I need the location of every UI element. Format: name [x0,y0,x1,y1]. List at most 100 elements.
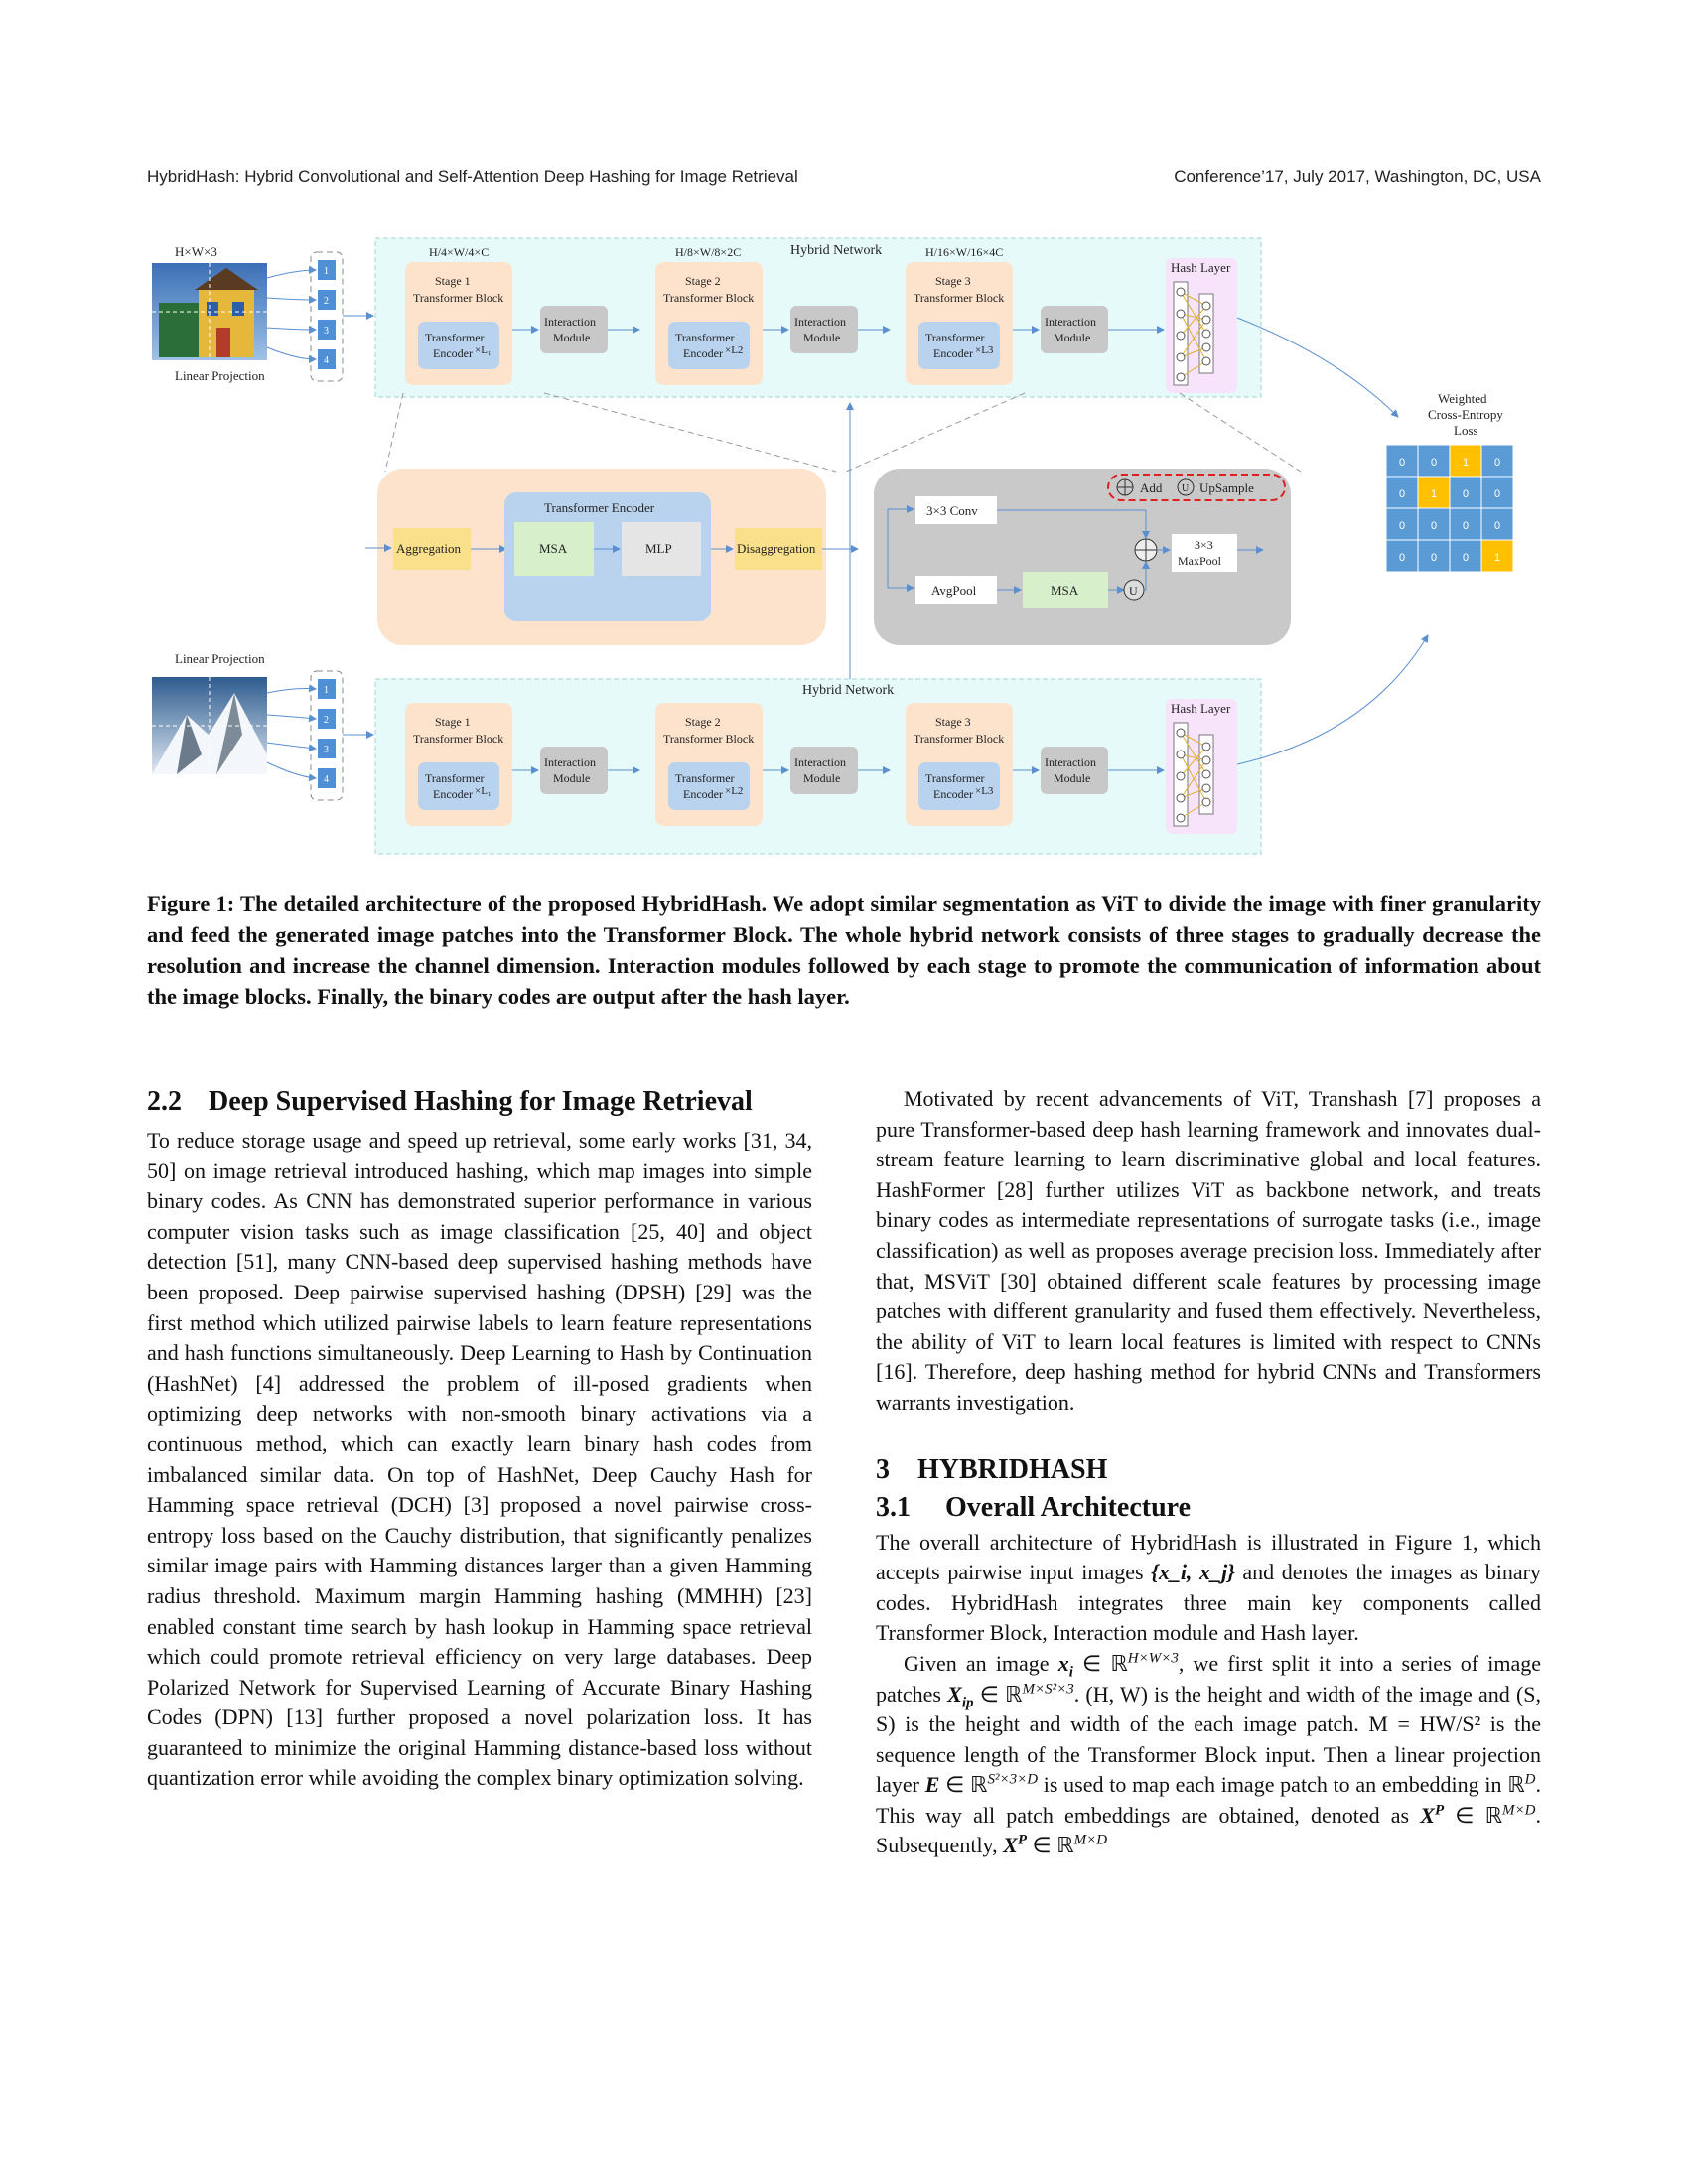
stage-subtitle: Transformer Block [663,732,754,746]
legend-u-symbol: U [1182,483,1190,494]
text-span: and denotes the images as binary codes. … [876,1560,1541,1646]
encoder-label: Transformer [425,771,485,785]
loss-cell-value: 0 [1431,552,1437,564]
loss-cell-value: 0 [1431,457,1437,469]
section-title: Overall Architecture [945,1491,1191,1523]
body-paragraph: To reduce storage usage and speed up ret… [147,1128,812,1791]
patch-number: 4 [324,355,329,366]
stage-title: Stage 1 [435,715,471,729]
encoder-repeat: ×L2 [725,344,743,356]
encoder-label: Encoder [933,346,973,360]
interaction-label: Module [1054,771,1090,785]
encoder-label: Transformer [675,331,735,344]
loss-cell [1480,444,1514,478]
stage-title: Stage 2 [685,715,721,729]
transformer-encoder-label: Transformer Encoder [544,500,655,515]
interaction-label: Interaction [794,315,846,329]
maxpool-label: MaxPool [1178,554,1222,568]
section-heading-2-2: 2.2 Deep Supervised Hashing for Image Re… [147,1084,812,1120]
encoder-label: Encoder [433,346,473,360]
architecture-figure: H×W×3 Linear Projection 1 2 3 4 Hybrid N… [147,218,1541,874]
hash-layer-label: Hash Layer [1171,260,1231,275]
stage-subtitle: Transformer Block [914,732,1004,746]
loss-label: Weighted [1438,391,1487,406]
section-title: Deep Supervised Hashing for Image Retrie… [209,1086,753,1117]
loss-cell [1417,444,1451,478]
loss-cell-value: 0 [1463,520,1469,532]
mlp-label: MLP [645,541,672,556]
loss-cell [1417,507,1451,541]
loss-cell-value: 0 [1494,520,1500,532]
loss-cell [1385,539,1419,573]
conv-label: 3×3 Conv [926,503,978,518]
interaction-label: Module [553,771,590,785]
encoder-label: Encoder [933,787,973,801]
loss-cell-value: 0 [1399,457,1405,469]
interaction-label: Module [1054,331,1090,344]
interaction-label: Module [803,331,840,344]
encoder-repeat: ×L3 [975,344,994,356]
patch-number: 3 [324,326,329,337]
stage-dim: H/8×W/8×2C [675,245,741,259]
text-span: . This way all patch embeddings are obta… [876,1772,1541,1828]
right-column: Motivated by recent advancements of ViT,… [876,1084,1541,1861]
body-paragraph: Motivated by recent advancements of ViT,… [876,1086,1541,1415]
encoder-repeat: ×L₁ [475,785,492,797]
loss-cell [1449,507,1482,541]
body-paragraph: Given an image xi ∈ ℝH×W×3, we first spl… [876,1650,1542,1858]
stage-title: Stage 1 [435,274,471,288]
section-heading-3: 3 HYBRIDHASH [876,1452,1541,1488]
encoder-label: Encoder [683,346,723,360]
loss-cell-value: 1 [1494,552,1500,564]
hash-layer-label: Hash Layer [1171,701,1231,716]
loss-cell [1385,507,1419,541]
math-inline: XP [1420,1802,1445,1828]
section-heading-3-1: 3.1 Overall Architecture [876,1490,1541,1526]
encoder-repeat: ×L2 [725,785,743,797]
stage-subtitle: Transformer Block [914,291,1004,305]
running-header-venue: Conference’17, July 2017, Washington, DC… [1174,167,1541,186]
loss-cell-value: 0 [1494,457,1500,469]
stage-subtitle: Transformer Block [663,291,754,305]
legend-upsample-label: UpSample [1199,480,1254,495]
encoder-label: Transformer [425,331,485,344]
interaction-label: Interaction [794,755,846,769]
encoder-label: Encoder [683,787,723,801]
stage-dim: H/4×W/4×C [429,245,489,259]
text-span: is used to map each image patch to an em… [1038,1772,1525,1798]
patch-number: 3 [324,745,329,755]
patch-number: 1 [324,685,329,696]
loss-cell [1449,476,1482,509]
left-column: 2.2 Deep Supervised Hashing for Image Re… [147,1084,812,1794]
stage-subtitle: Transformer Block [413,291,503,305]
maxpool-label: 3×3 [1195,538,1213,552]
patch-number: 2 [324,296,329,307]
upsample-symbol: U [1129,584,1138,598]
text-span: Given an image [904,1650,1058,1676]
section-title: HYBRIDHASH [917,1453,1108,1485]
loss-label: Loss [1454,423,1478,438]
aggregation-label: Aggregation [396,541,461,556]
math-inline: xi [1057,1650,1073,1681]
legend-add-label: Add [1140,480,1163,495]
math-inline: XP [1003,1833,1027,1858]
interaction-label: Interaction [544,315,596,329]
text-span: The overall architecture of HybridHash i… [876,1529,1541,1585]
loss-cell-value: 0 [1399,552,1405,564]
input-dim-label: H×W×3 [175,244,217,259]
patch-number: 1 [324,266,329,277]
math-inline: Xip [947,1681,974,1710]
figure-caption: Figure 1: The detailed architecture of t… [147,891,1541,1009]
patch-number: 2 [324,715,329,726]
encoder-repeat: ×L₁ [475,344,492,356]
msa-label-2: MSA [1051,583,1079,598]
stage-dim: H/16×W/16×4C [925,245,1003,259]
loss-cell [1480,507,1514,541]
loss-cell-value: 1 [1463,457,1469,469]
disaggregation-label: Disaggregation [737,541,816,556]
loss-cell [1449,539,1482,573]
loss-cell [1385,476,1419,509]
encoder-label: Transformer [925,771,985,785]
avgpool-label: AvgPool [931,583,977,598]
